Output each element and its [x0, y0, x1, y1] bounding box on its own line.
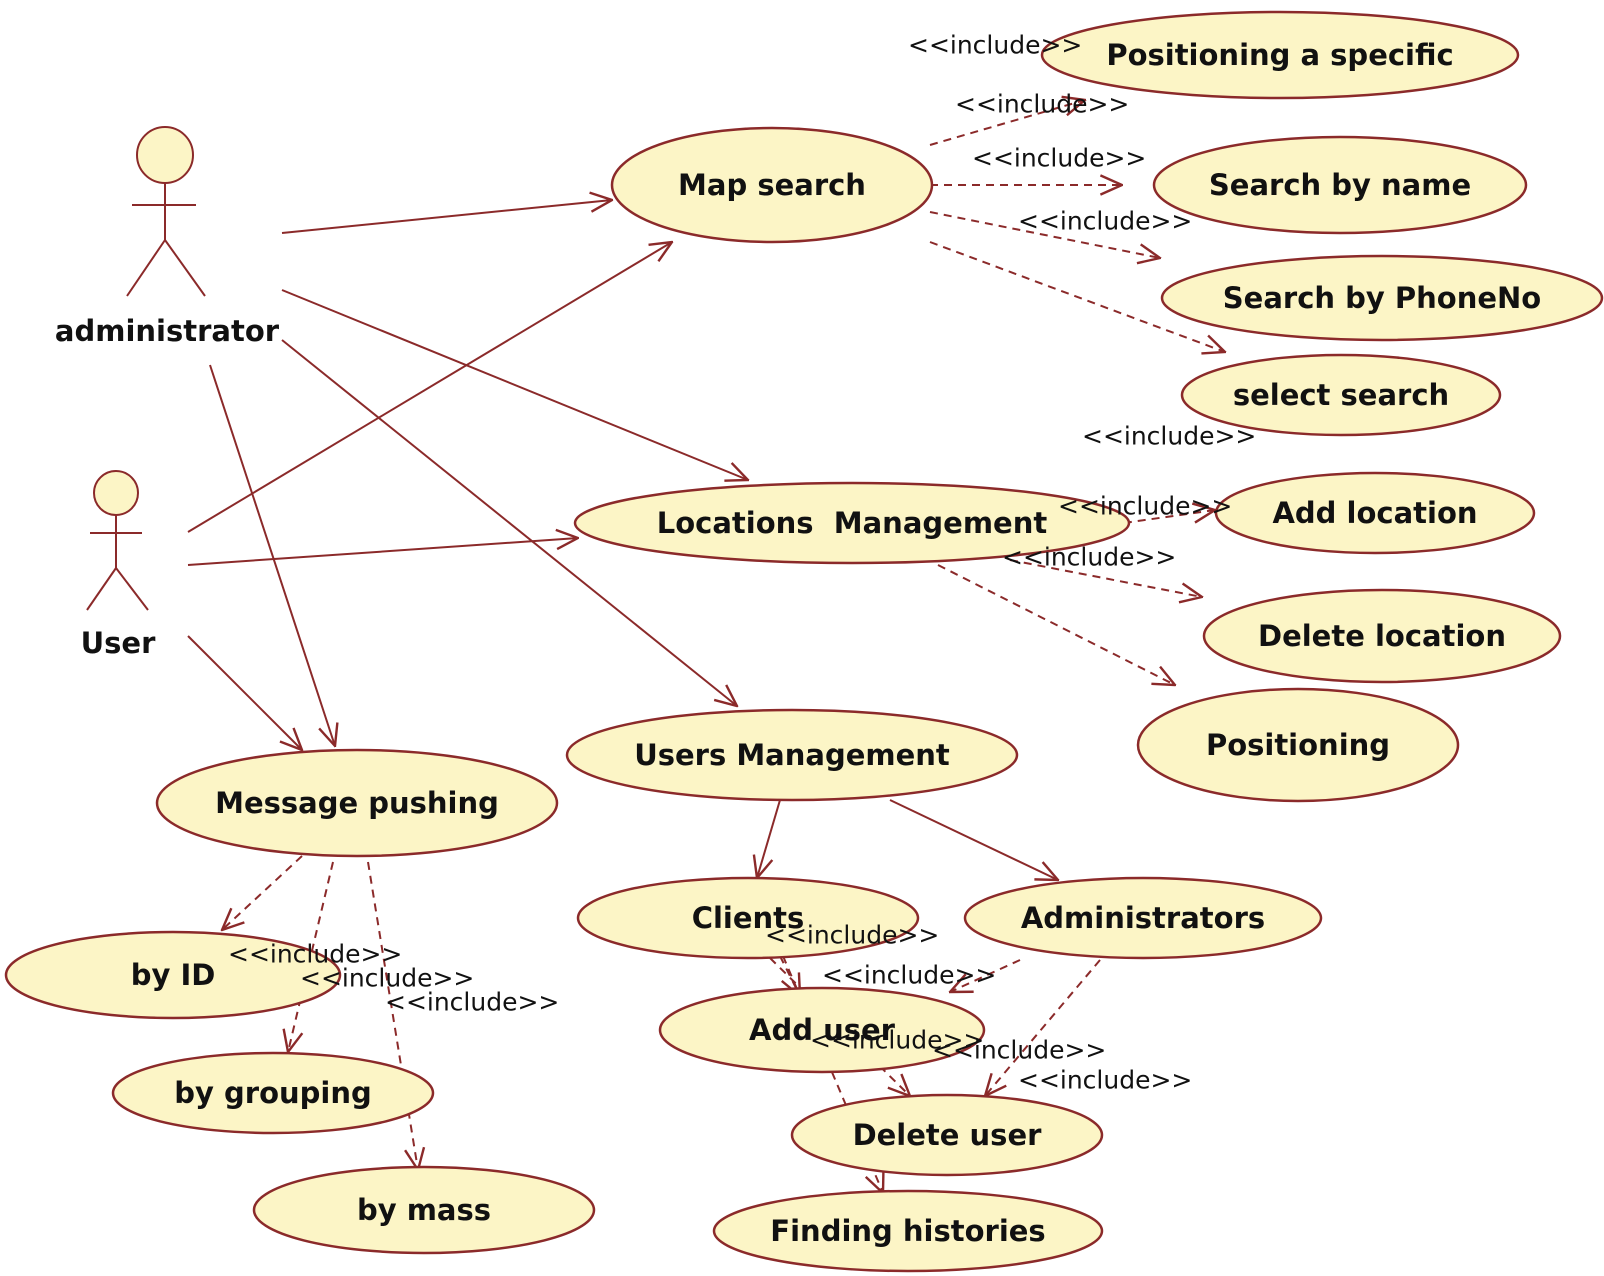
- uc-by-grouping-label: by grouping: [174, 1076, 372, 1110]
- actor-administrator-label: administrator: [55, 314, 280, 348]
- include-relations: [222, 100, 1225, 1193]
- administrator-left-leg: [126, 239, 166, 297]
- uc-message-pushing-label: Message pushing: [215, 786, 499, 820]
- include-loc-delete: [1009, 559, 1202, 597]
- uc-delete-location-shape: [1202, 588, 1562, 684]
- assoc-user-mapsearch: [187, 242, 672, 533]
- uc-locations-management-label: Locations Management: [657, 506, 1048, 540]
- include-admins-deleteuser: [985, 959, 1101, 1096]
- assoc-admin-locations: [281, 289, 748, 480]
- uc-positioning-shape: [1136, 687, 1460, 803]
- associations: [187, 200, 1058, 880]
- uc-by-grouping-shape: [111, 1051, 435, 1135]
- uc-add-user-shape: [658, 986, 986, 1074]
- include-msg-bygroup: [288, 861, 334, 1052]
- actor-administrator: [126, 126, 206, 297]
- uc-search-by-name-label: Search by name: [1209, 168, 1471, 202]
- uc-add-user-label: Add user: [749, 1013, 896, 1047]
- stereotype-label: <<include>>: [385, 988, 559, 1017]
- stereotype-label: <<include>>: [972, 144, 1146, 173]
- uc-select-search-label: select search: [1233, 378, 1449, 412]
- gen-users-clients: [757, 799, 781, 878]
- user-left-leg: [86, 567, 117, 611]
- uc-add-location-shape: [1214, 471, 1536, 555]
- uc-positioning-label: Positioning: [1206, 728, 1390, 762]
- gen-users-administrators: [889, 799, 1058, 880]
- uc-delete-user-shape: [790, 1093, 1104, 1177]
- administrator-right-leg: [164, 239, 206, 297]
- assoc-user-locations: [187, 538, 578, 566]
- uc-clients-shape: [576, 876, 920, 960]
- assoc-admin-users: [281, 339, 737, 706]
- stereotype-label: <<include>>: [1018, 207, 1192, 236]
- uc-finding-histories-shape: [712, 1189, 1104, 1273]
- stereotype-label: <<include>>: [810, 1026, 984, 1055]
- uc-delete-location-label: Delete location: [1258, 619, 1506, 653]
- actor-user-label: User: [81, 626, 156, 660]
- uc-administrators-shape: [963, 876, 1323, 960]
- stereotype-label: <<include>>: [1002, 543, 1176, 572]
- uc-map-search-shape: [610, 126, 934, 244]
- uc-message-pushing-shape: [155, 748, 559, 858]
- uc-search-by-name-shape: [1152, 135, 1528, 235]
- stereotype-label: <<include>>: [955, 90, 1129, 119]
- uc-by-mass-shape: [252, 1165, 596, 1255]
- user-right-leg: [115, 567, 149, 611]
- uc-positioning-specific-shape: [1040, 10, 1520, 100]
- administrator-head: [136, 126, 194, 184]
- stereotype-label: <<include>>: [1082, 422, 1256, 451]
- include-clients-adduser: [779, 955, 800, 996]
- stereotype-label: <<include>>: [1058, 492, 1232, 521]
- include-msg-bymass: [367, 861, 418, 1170]
- stereotype-label: <<include>>: [228, 940, 402, 969]
- uc-clients-label: Clients: [692, 901, 805, 935]
- uc-search-by-phone-label: Search by PhoneNo: [1223, 281, 1541, 315]
- uc-search-by-phone-shape: [1160, 254, 1604, 342]
- stereotype-label: <<include>>: [300, 964, 474, 993]
- include-loc-positioning: [937, 564, 1175, 685]
- assoc-admin-message: [209, 364, 335, 746]
- assoc-admin-mapsearch: [281, 200, 612, 234]
- uc-users-management-shape: [565, 708, 1019, 802]
- user-head: [93, 470, 139, 516]
- uc-locations-management-shape: [573, 481, 1131, 565]
- stereotype-label: <<include>>: [932, 1036, 1106, 1065]
- uc-map-search-label: Map search: [678, 168, 866, 202]
- uc-by-mass-label: by mass: [357, 1193, 491, 1227]
- stereotype-label: <<include>>: [822, 961, 996, 990]
- include-map-phone: [929, 211, 1160, 258]
- use-cases: [4, 10, 1604, 1273]
- uc-finding-histories-label: Finding histories: [770, 1214, 1045, 1248]
- stereotype-label: <<include>>: [908, 31, 1082, 60]
- uc-by-id-shape: [4, 930, 342, 1020]
- stereotype-label: <<include>>: [765, 921, 939, 950]
- uc-delete-user-label: Delete user: [853, 1118, 1043, 1152]
- uc-by-id-label: by ID: [131, 958, 216, 992]
- uc-select-search-shape: [1180, 353, 1502, 437]
- uc-users-management-label: Users Management: [634, 738, 950, 772]
- uc-add-location-label: Add location: [1272, 496, 1477, 530]
- stereotype-label: <<include>>: [1018, 1066, 1192, 1095]
- uc-positioning-specific-label: Positioning a specific: [1106, 38, 1453, 72]
- uc-administrators-label: Administrators: [1021, 901, 1265, 935]
- include-msg-byid: [222, 855, 303, 930]
- include-map-select: [929, 241, 1225, 352]
- assoc-user-message: [187, 635, 302, 750]
- actor-user: [86, 470, 149, 611]
